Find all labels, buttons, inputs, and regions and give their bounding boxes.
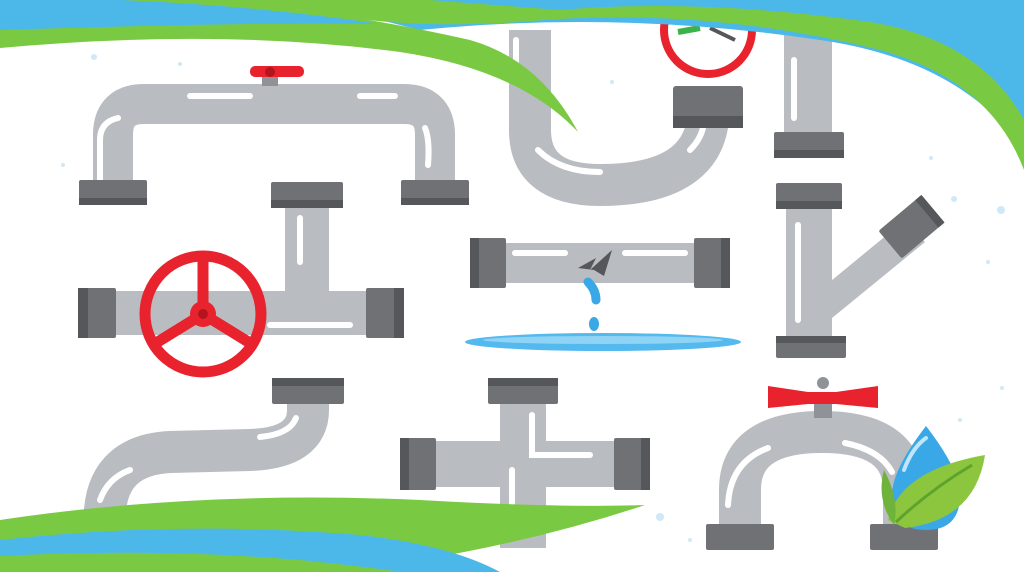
wheel-valve-icon xyxy=(78,182,404,378)
bottom-wave-decoration xyxy=(0,497,645,572)
wye-pipe-icon xyxy=(776,183,945,358)
straight-pipe-icon xyxy=(774,30,844,158)
water-droplets xyxy=(61,54,1005,542)
s-pipe-icon xyxy=(84,378,344,560)
leak-pipe-icon xyxy=(465,238,741,351)
top-wave-decoration xyxy=(0,0,1024,170)
u-pipe-icon xyxy=(79,66,469,205)
water-leaf-icon xyxy=(881,426,985,530)
butterfly-valve-icon xyxy=(706,377,938,550)
